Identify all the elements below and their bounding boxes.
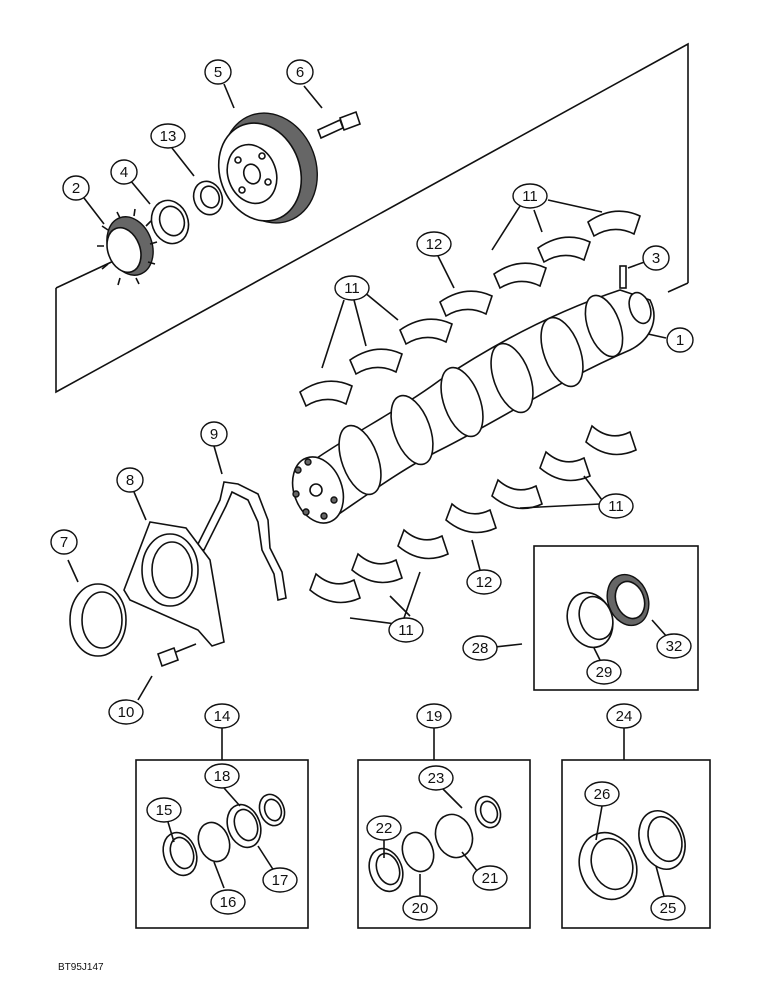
callout-19-label: 19: [426, 708, 443, 725]
callout-18-label: 18: [214, 768, 231, 785]
kit-19-parts: [368, 795, 502, 893]
callout-26: 26: [584, 781, 620, 807]
dowel-pin: [619, 265, 627, 289]
callout-19: 19: [416, 703, 452, 729]
callout-22-label: 22: [376, 820, 393, 837]
housing-bolt: [156, 643, 197, 668]
callout-20-label: 20: [412, 900, 429, 917]
vibration-damper-pulley: [217, 112, 318, 224]
callout-12-bottom: 12: [466, 569, 502, 595]
rear-seal-housing: [123, 521, 225, 647]
callout-20: 20: [402, 895, 438, 921]
callout-18: 18: [204, 763, 240, 789]
kit-28-parts: [566, 573, 650, 649]
callout-1: 1: [666, 327, 694, 353]
front-assembly-frame: [55, 42, 689, 394]
callout-25: 25: [650, 895, 686, 921]
leader-lines: [67, 83, 669, 897]
callout-7: 7: [50, 529, 78, 555]
callout-15-label: 15: [156, 802, 173, 819]
callout-11-top-label: 11: [522, 188, 538, 205]
rear-housing-gasket: [194, 481, 287, 601]
callout-16-label: 16: [220, 894, 237, 911]
callout-16: 16: [210, 889, 246, 915]
callout-11-bottom-label: 11: [398, 622, 414, 639]
callout-14: 14: [204, 703, 240, 729]
callout-2-label: 2: [72, 180, 80, 197]
callout-12-bottom-label: 12: [476, 574, 493, 591]
callout-11-mid: 11: [334, 275, 370, 301]
kit-box-19: [357, 759, 531, 929]
drawing-code: BT95J147: [58, 962, 104, 973]
callout-25-label: 25: [660, 900, 677, 917]
callout-7-label: 7: [60, 534, 68, 551]
callout-17: 17: [262, 867, 298, 893]
upper-main-bearings: [299, 210, 641, 408]
crankshaft: [291, 289, 655, 524]
callout-32-label: 32: [666, 638, 683, 655]
callout-28: 28: [462, 635, 498, 661]
callout-5-label: 5: [214, 64, 222, 81]
kit-box-28: [533, 545, 699, 691]
callout-11-right-label: 11: [608, 498, 624, 515]
callout-26-label: 26: [594, 786, 611, 803]
callout-11-top: 11: [512, 183, 548, 209]
crankshaft-gear: [97, 208, 158, 286]
wear-sleeve: [192, 180, 224, 216]
callout-22: 22: [366, 815, 402, 841]
kit-box-24: [561, 759, 711, 929]
callout-4-label: 4: [120, 164, 128, 181]
callout-13-label: 13: [160, 128, 177, 145]
callout-21: 21: [472, 865, 508, 891]
callout-15: 15: [146, 797, 182, 823]
callout-11-right: 11: [598, 493, 634, 519]
callout-23: 23: [418, 765, 454, 791]
callout-24: 24: [606, 703, 642, 729]
callout-23-label: 23: [428, 770, 445, 787]
lower-main-bearings: [309, 424, 637, 604]
callout-6-label: 6: [296, 64, 304, 81]
callout-8-label: 8: [126, 472, 134, 489]
callout-11-mid-label: 11: [344, 280, 360, 297]
callout-9-label: 9: [210, 426, 218, 443]
front-seal-ring: [150, 199, 190, 245]
callout-10-label: 10: [118, 704, 135, 721]
callout-13: 13: [150, 123, 186, 149]
callout-32: 32: [656, 633, 692, 659]
kit-24-parts: [578, 810, 686, 901]
callout-4: 4: [110, 159, 138, 185]
callout-21-label: 21: [482, 870, 499, 887]
callout-9: 9: [200, 421, 228, 447]
callout-14-label: 14: [214, 708, 231, 725]
callout-3: 3: [642, 245, 670, 271]
callout-6: 6: [286, 59, 314, 85]
callout-11-bottom: 11: [388, 617, 424, 643]
callout-28-label: 28: [472, 640, 489, 657]
callout-29-label: 29: [596, 664, 613, 681]
callout-10: 10: [108, 699, 144, 725]
damper-bolt: [316, 110, 362, 140]
callout-3-label: 3: [652, 250, 660, 267]
callout-1-label: 1: [676, 332, 684, 349]
callout-24-label: 24: [616, 708, 633, 725]
callout-29: 29: [586, 659, 622, 685]
callout-17-label: 17: [272, 872, 289, 889]
kit-14-parts: [162, 793, 286, 877]
callout-8: 8: [116, 467, 144, 493]
callout-12-top: 12: [416, 231, 452, 257]
callout-12-top-label: 12: [426, 236, 443, 253]
rear-crank-seal: [69, 583, 127, 657]
callout-2: 2: [62, 175, 90, 201]
callout-5: 5: [204, 59, 232, 85]
